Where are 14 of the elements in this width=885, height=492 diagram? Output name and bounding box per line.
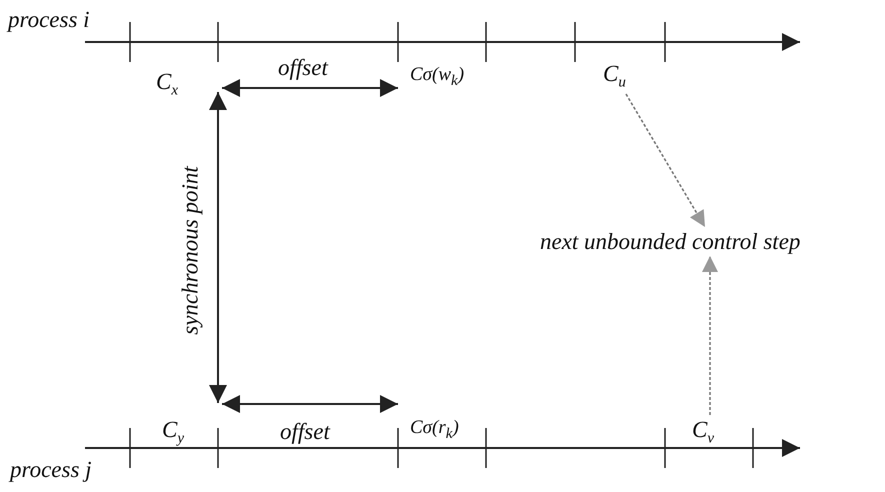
process-label: process j (10, 458, 92, 481)
offset-label: offset (278, 56, 328, 79)
step-label: C$_{x}$ (156, 70, 178, 99)
target-step-label: next unbounded control step (540, 230, 800, 253)
step-label: Cσ(r$_{k}$) (410, 418, 459, 442)
offset-label: offset (280, 420, 330, 443)
step-label: C$_{v}$ (692, 418, 714, 447)
step-label: C$_{u}$ (603, 62, 626, 91)
process-label: process i (8, 8, 90, 31)
step-label: C$_{y}$ (162, 418, 184, 447)
arrow (702, 256, 718, 415)
arrow (625, 94, 706, 228)
synchronous-point-label: synchronous point (178, 166, 202, 334)
step-label: Cσ(w$_{k}$) (410, 65, 464, 89)
